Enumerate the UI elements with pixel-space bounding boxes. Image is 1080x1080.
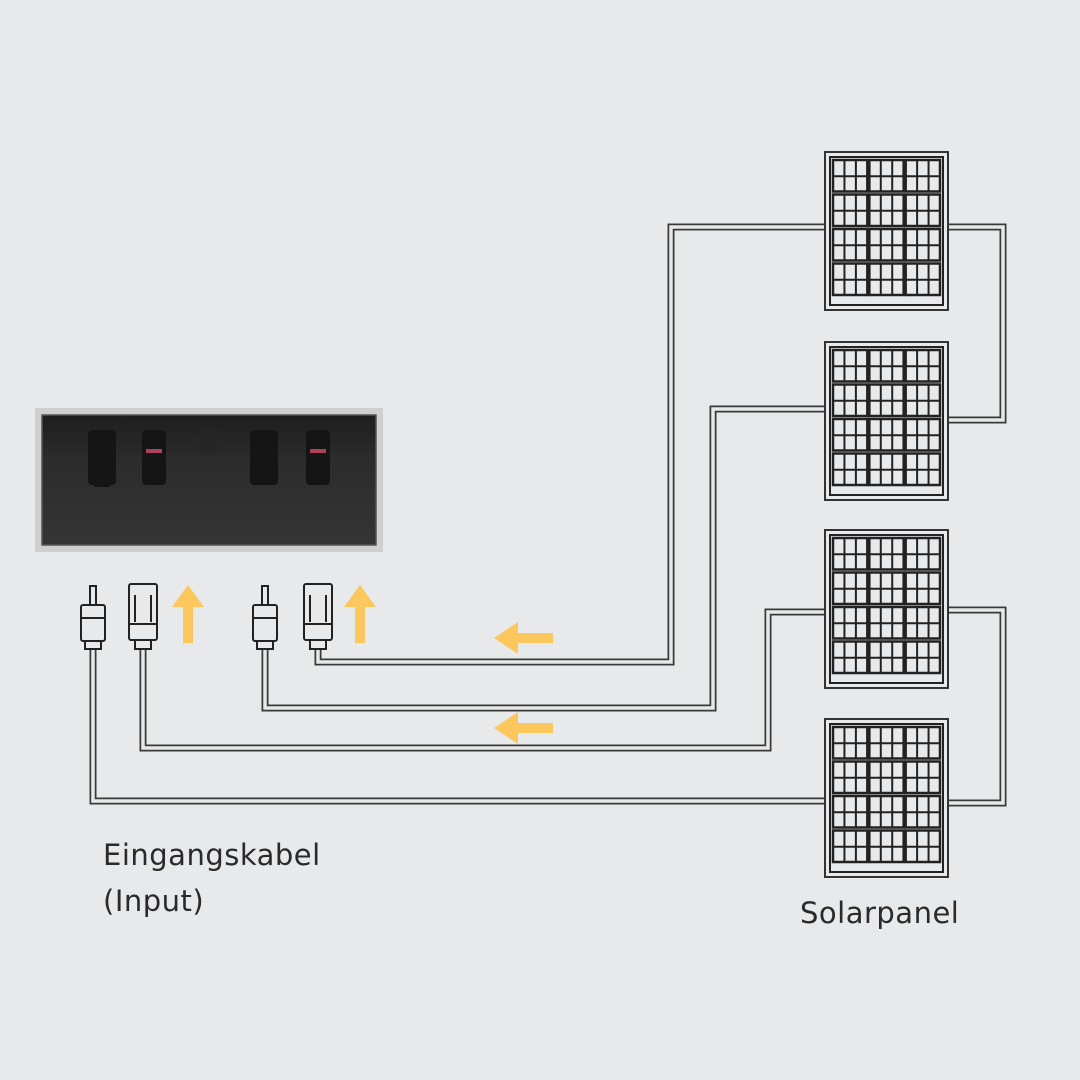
cable	[261, 405, 826, 712]
device-port-2	[142, 430, 166, 485]
device-port-cap	[196, 428, 222, 454]
arrow-up-icon	[344, 585, 376, 643]
cable	[89, 650, 826, 805]
solar-panels	[824, 151, 949, 878]
mc4-male-connector	[252, 585, 278, 650]
solar-panel	[824, 151, 949, 311]
mc4-female-connector	[128, 583, 158, 650]
mc4-female-connector	[303, 583, 333, 650]
cables	[89, 223, 1007, 807]
solar-panel	[824, 529, 949, 689]
cable	[139, 608, 826, 752]
device-port-1	[88, 430, 116, 487]
device-port-3	[250, 430, 278, 485]
input-cable-title: Eingangskabel	[103, 838, 321, 872]
power-station-input-panel	[35, 408, 383, 552]
solar-panel-label: Solarpanel	[800, 896, 960, 930]
solar-panel	[824, 718, 949, 878]
arrow-left-icon	[494, 712, 553, 744]
input-cable-subtitle: (Input)	[103, 884, 205, 918]
cable-connectors	[80, 583, 333, 650]
arrow-left-icon	[494, 622, 553, 654]
mc4-male-connector	[80, 585, 106, 650]
cable	[948, 223, 1007, 424]
cable	[948, 606, 1007, 807]
solar-panel	[824, 341, 949, 501]
arrow-up-icon	[172, 585, 204, 643]
input-cable-label: Eingangskabel (Input)	[103, 832, 321, 924]
device-port-4	[306, 430, 330, 485]
cable	[314, 223, 826, 666]
